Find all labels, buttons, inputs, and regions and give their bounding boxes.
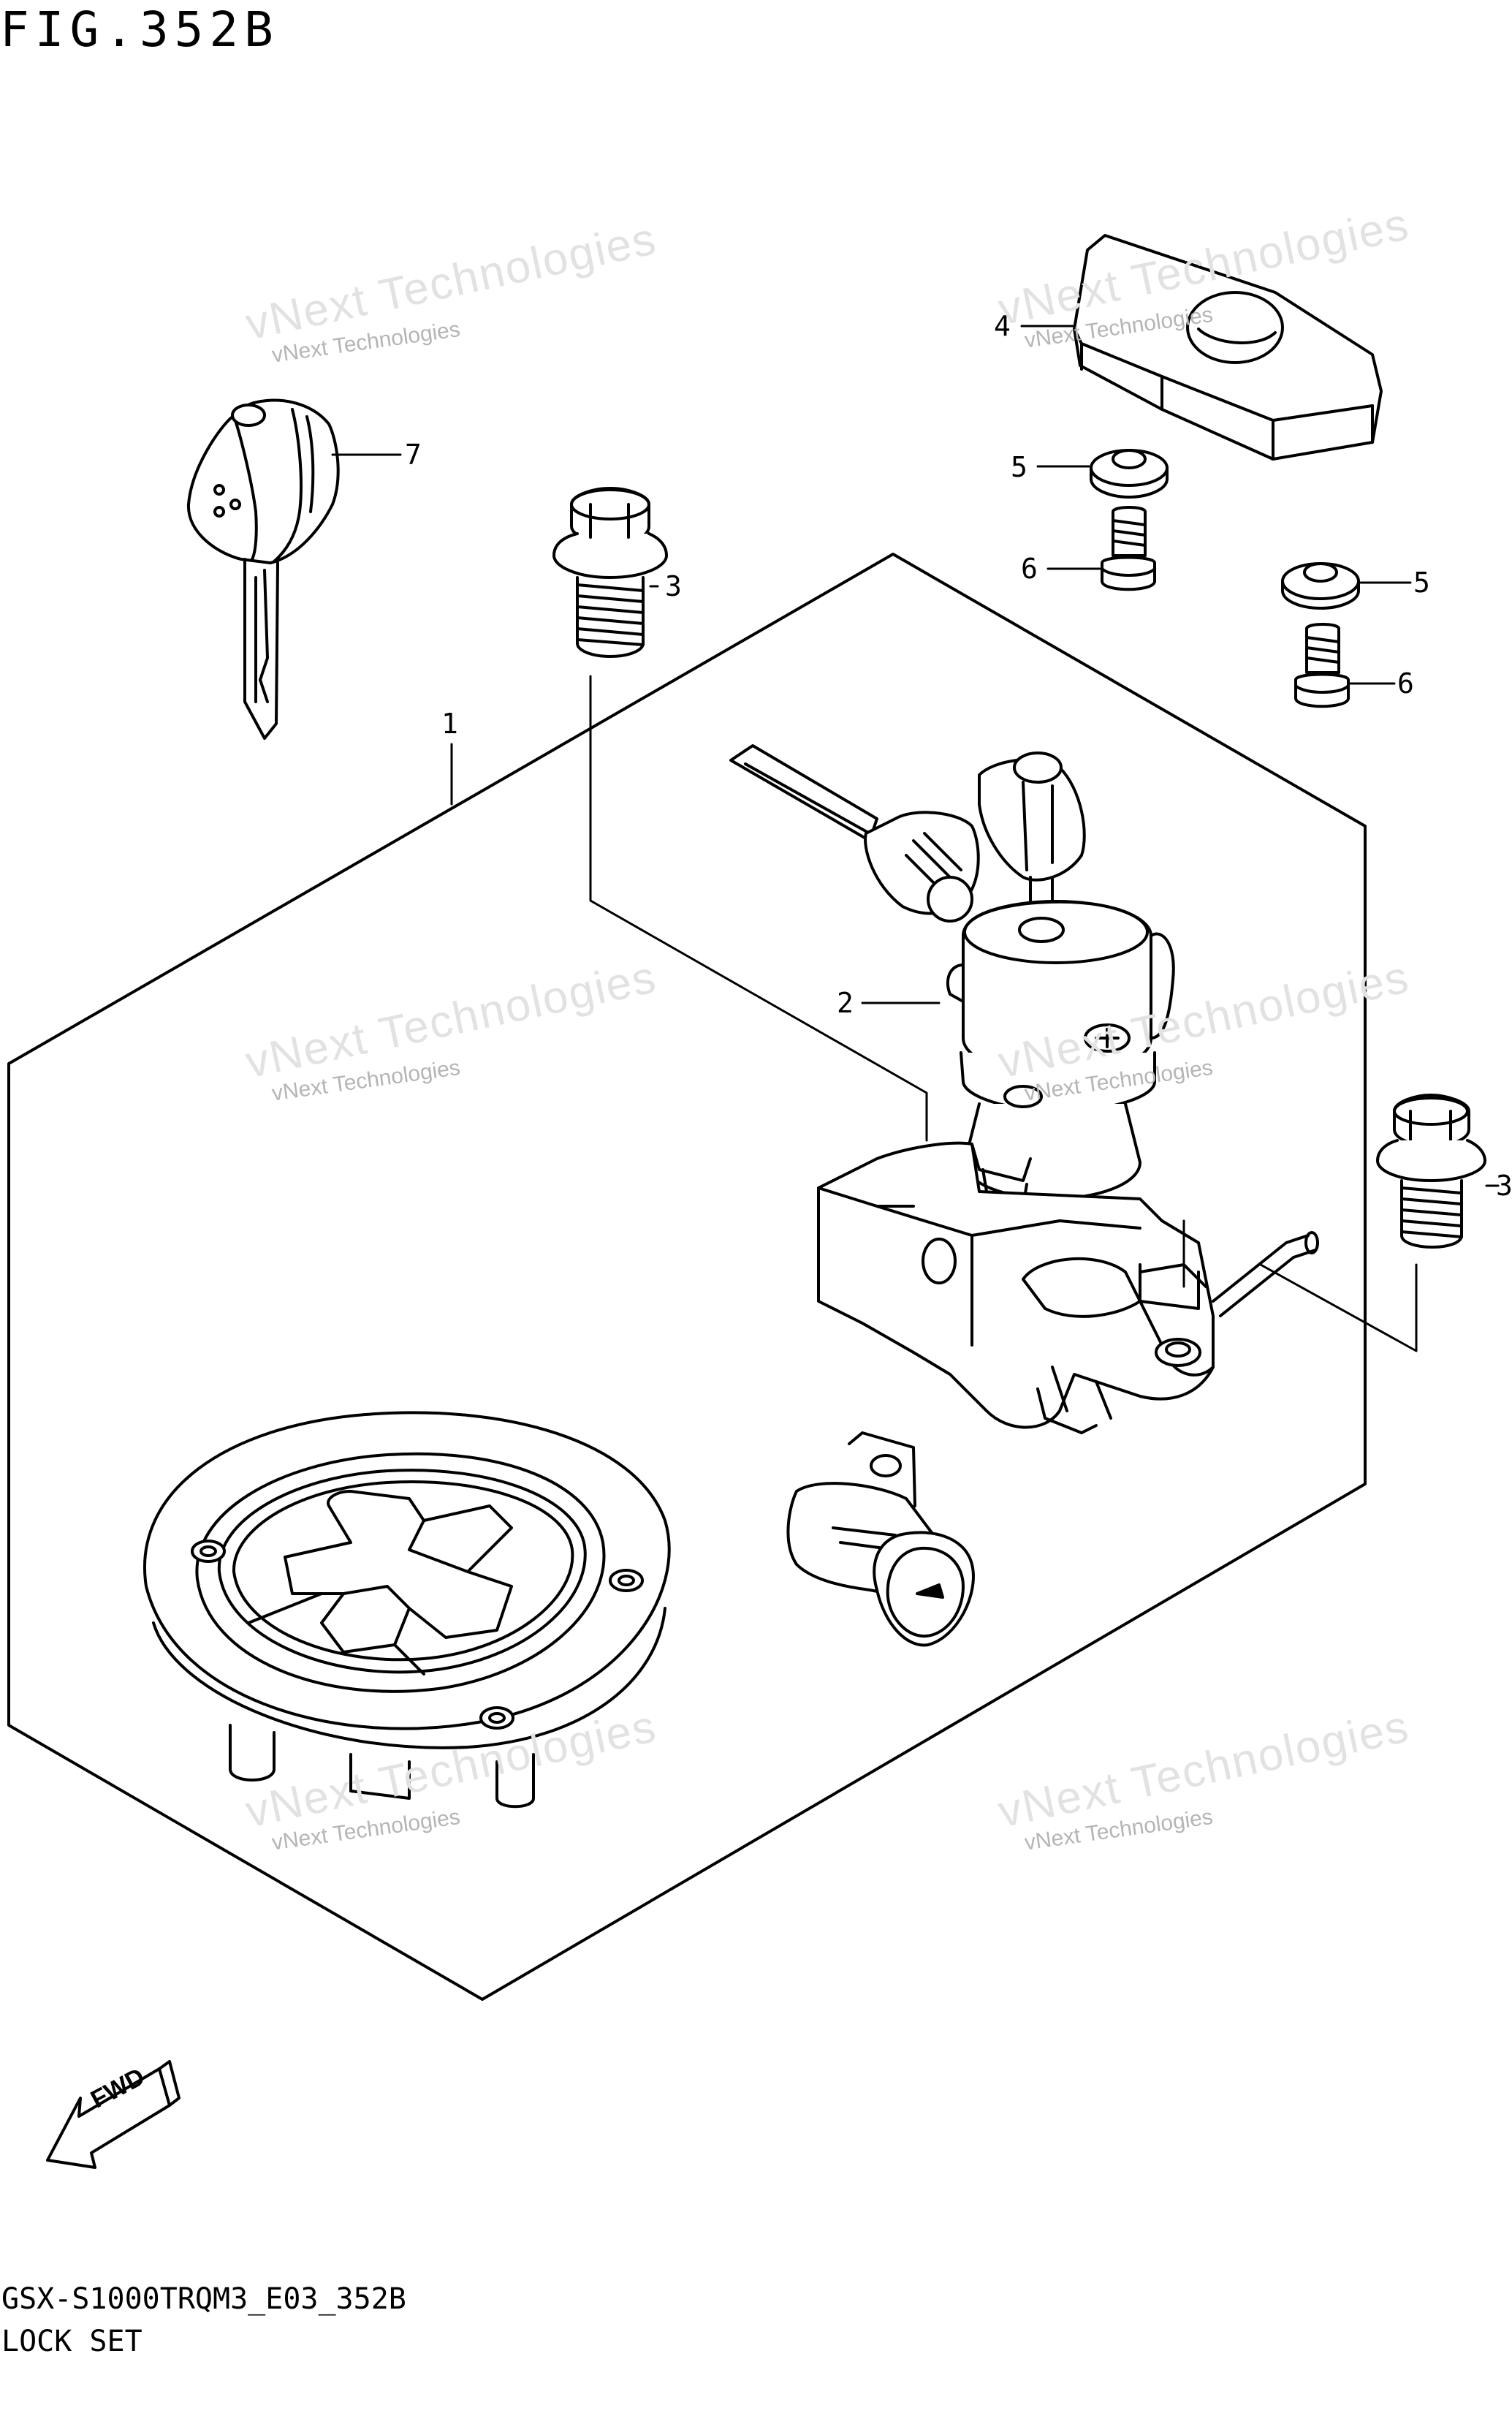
kit-boundary bbox=[7, 553, 1367, 2001]
callout-4: 4 bbox=[994, 310, 1011, 342]
callout-5a: 5 bbox=[1011, 451, 1027, 483]
callout-5b: 5 bbox=[1413, 567, 1430, 599]
callout-3-right: 3 bbox=[1496, 1170, 1512, 1202]
callout-2: 2 bbox=[837, 987, 854, 1019]
bolt-6a-drawing bbox=[1101, 506, 1156, 591]
bolt-upper-drawing bbox=[552, 487, 668, 658]
fwd-arrow bbox=[46, 2060, 181, 2169]
callout-6b: 6 bbox=[1397, 667, 1414, 700]
callout-1: 1 bbox=[441, 708, 458, 740]
washer-5b-drawing bbox=[1281, 562, 1360, 610]
callout-6a: 6 bbox=[1021, 553, 1038, 585]
alignment-line-upper bbox=[589, 675, 928, 1142]
bolt-6b-drawing bbox=[1294, 623, 1350, 708]
seat-lock-drawing bbox=[786, 1431, 975, 1647]
key-drawing bbox=[186, 398, 340, 740]
callout-7: 7 bbox=[405, 439, 422, 471]
diagram-caption: LOCK SET bbox=[1, 2325, 143, 2358]
figure-title: FIG.352B bbox=[0, 1, 279, 58]
fuel-cap-drawing bbox=[143, 1411, 671, 1809]
cover-part-4-drawing bbox=[1073, 234, 1383, 461]
diagram-code: GSX-S1000TRQM3_E03_352B bbox=[1, 2282, 406, 2316]
bolt-right-drawing bbox=[1376, 1094, 1486, 1249]
callout-3-upper: 3 bbox=[665, 570, 682, 602]
ignition-lock-drawing bbox=[729, 744, 1319, 1434]
alignment-line-right bbox=[1182, 1219, 1418, 1352]
washer-5a-drawing bbox=[1090, 449, 1169, 499]
